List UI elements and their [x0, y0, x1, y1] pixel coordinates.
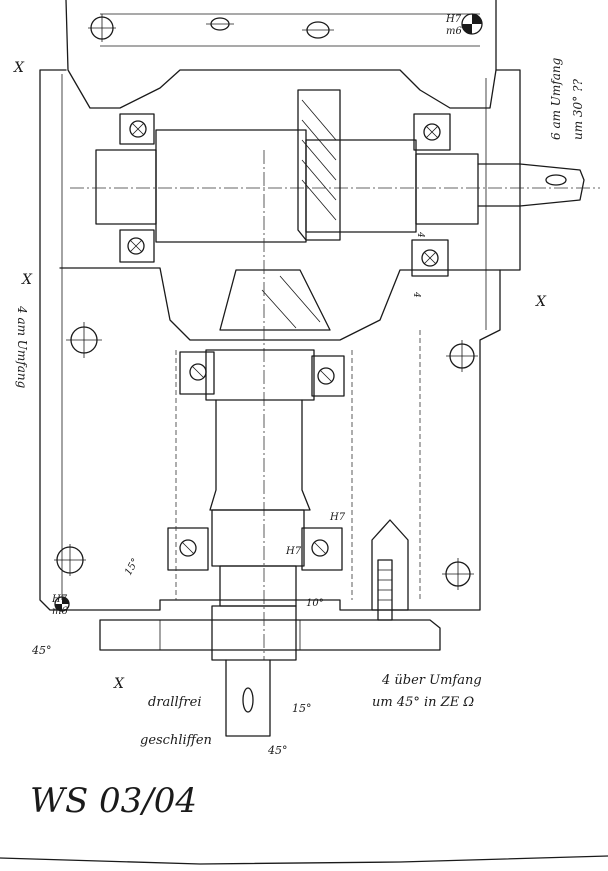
bolt-symbol: [88, 14, 116, 42]
angle-label: 45°: [31, 644, 52, 657]
fit-label-h7: H7: [445, 14, 462, 25]
note-6-screws: 6 am Umfang: [549, 57, 563, 140]
fit-label-h7: H7: [329, 512, 346, 523]
note-4-screws-left: 4 am Umfang: [15, 305, 29, 389]
bearing-mid-right: [311, 355, 345, 397]
paper-edge: [0, 855, 608, 865]
bevel-gear: [219, 89, 341, 660]
bearing-mid-left: [179, 351, 215, 395]
sheet-title: WS 03/04: [30, 781, 197, 821]
bolt-symbol: [206, 17, 234, 31]
section-mark: X: [113, 676, 125, 692]
input-shaft: [70, 129, 600, 243]
bolt-symbol: [442, 558, 474, 590]
bolt-symbol: [54, 544, 86, 576]
bolt-symbol: [446, 340, 478, 372]
bearing-top-right: [413, 113, 451, 151]
fit-label-h7: H7: [285, 546, 302, 557]
bolt-symbol: [66, 322, 102, 358]
bearing-marker-left: 4: [411, 291, 421, 298]
bolt-symbol: [302, 21, 334, 39]
fit-symbol: [54, 596, 70, 612]
housing: [39, 69, 521, 651]
bearing-marker-right: 4: [415, 231, 425, 238]
bearing-low-right: [301, 527, 343, 571]
bottom-screw: [371, 519, 409, 621]
fit-label-h7: H7: [51, 594, 68, 605]
fit-label-m6: m6: [52, 606, 68, 617]
note-geschliffen: geschliffen: [140, 733, 212, 748]
note-4-screws-bottom: 4 über Umfang: [381, 673, 482, 688]
fit-label-m6: m6: [446, 26, 462, 37]
note-drallfrei: drallfrei: [148, 695, 201, 710]
bearing-top-left: [119, 113, 155, 145]
bearing-bottom-left: [119, 229, 155, 263]
section-mark: X: [13, 60, 25, 76]
angle-label: 15°: [292, 702, 312, 715]
fit-symbol: [461, 13, 483, 35]
bearing-low-left: [167, 527, 209, 571]
section-mark: X: [21, 272, 33, 288]
note-4-screws-bottom-2: um 45° in ZE Ω: [372, 695, 474, 710]
top-cover: H7 m6: [65, 0, 497, 109]
note-6-screws-angle: um 30° ??: [571, 79, 585, 140]
section-mark: X: [535, 294, 547, 310]
angle-label: 45°: [267, 744, 288, 757]
bearing-bottom-right: [411, 239, 449, 277]
angle-label: 10°: [306, 598, 324, 609]
